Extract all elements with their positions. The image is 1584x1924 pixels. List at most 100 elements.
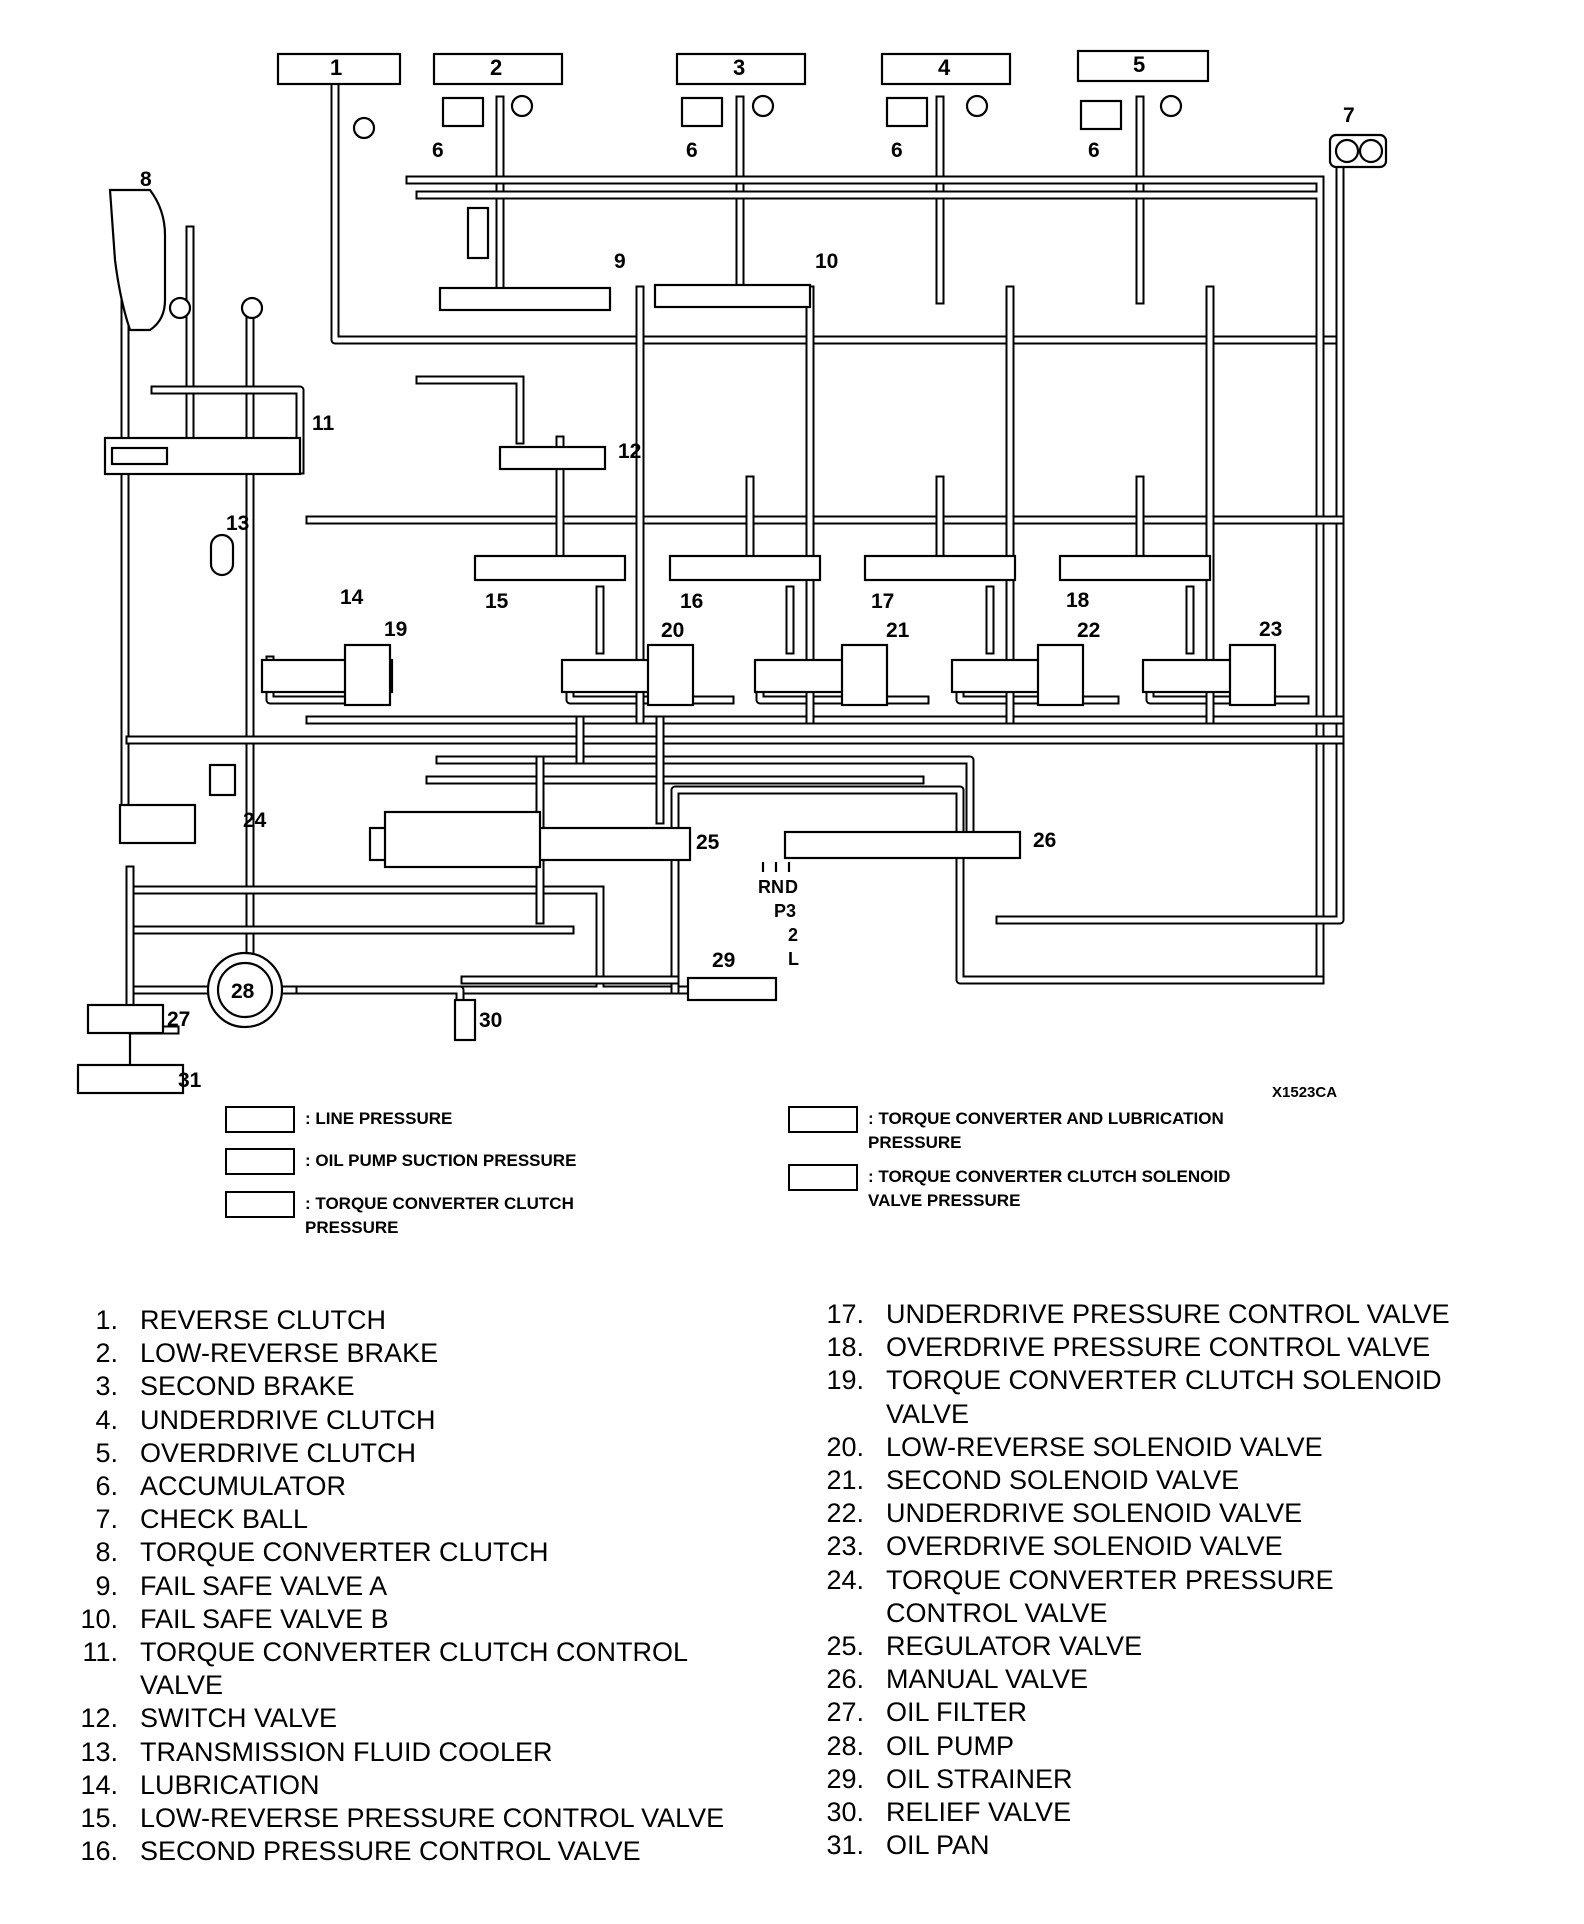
key-item: 28.OIL PUMP [812, 1730, 1450, 1763]
key-num: 13. [80, 1736, 118, 1767]
svg-text:P3: P3 [774, 901, 796, 921]
key-num: 8. [95, 1537, 118, 1568]
key-name: MANUAL VALVE [886, 1664, 1089, 1695]
key-name: SECOND PRESSURE CONTROL VALVE [140, 1836, 641, 1867]
key-num: 31. [826, 1830, 864, 1861]
svg-text:10: 10 [815, 250, 838, 273]
key-num: 4. [95, 1404, 118, 1435]
figure-code: X1523CA [1272, 1084, 1337, 1101]
key-item: 2.LOW-REVERSE BRAKE [66, 1337, 724, 1370]
svg-text:7: 7 [1343, 104, 1355, 127]
key-name: SECOND BRAKE [140, 1371, 355, 1402]
key-num: 26. [826, 1664, 864, 1695]
svg-text:18: 18 [1066, 589, 1090, 612]
key-name: FAIL SAFE VALVE A [140, 1570, 388, 1601]
svg-text:3: 3 [733, 55, 745, 80]
key-item: 13. TRANSMISSION FLUID COOLER [66, 1736, 724, 1769]
fail-safe-valve-a [438, 286, 612, 312]
key-name: CHECK BALL [140, 1504, 309, 1535]
key-name: UNDERDRIVE CLUTCH [140, 1404, 436, 1435]
key-item: 9. FAIL SAFE VALVE A [66, 1570, 724, 1603]
tcc-control-valve [103, 436, 302, 476]
key-item: 11.TORQUE CONVERTER CLUTCH CONTROL VALVE [66, 1636, 724, 1702]
clutch-boxes [276, 49, 1210, 86]
key-num: 23. [826, 1531, 864, 1562]
key-name: OVERDRIVE PRESSURE CONTROL VALVE [886, 1332, 1431, 1363]
key-item: 1.REVERSE CLUTCH [66, 1304, 724, 1337]
key-item: 20.LOW-REVERSE SOLENOID VALVE [812, 1431, 1450, 1464]
legend-label: : TORQUE CONVERTER CLUTCH SOLENOID VALVE… [868, 1167, 1231, 1210]
svg-text:21: 21 [886, 619, 910, 642]
svg-text:9: 9 [614, 250, 626, 273]
key-name: LOW-REVERSE BRAKE [140, 1338, 439, 1369]
svg-text:6: 6 [432, 139, 444, 162]
legend-label: : TORQUE CONVERTER CLUTCH PRESSURE [305, 1194, 574, 1237]
key-num: 15. [80, 1803, 118, 1834]
key-num: 22. [826, 1498, 864, 1529]
legend-swatch [788, 1106, 858, 1133]
key-name: SECOND SOLENOID VALVE [886, 1465, 1240, 1496]
svg-text:6: 6 [686, 139, 698, 162]
svg-text:4: 4 [938, 55, 951, 80]
key-name: TORQUE CONVERTER CLUTCH CONTROL VALVE [140, 1637, 689, 1701]
component-markers: 1 2 3 4 5 6 6 6 6 7 8 9 10 11 12 13 14 1… [140, 52, 1355, 1092]
legend-swatch [225, 1191, 295, 1218]
key-name: OIL PAN [886, 1830, 990, 1861]
key-num: 3. [95, 1371, 118, 1402]
legend-label: : OIL PUMP SUCTION PRESSURE [305, 1151, 577, 1170]
key-item: 30. RELIEF VALVE [812, 1796, 1450, 1829]
key-name: LOW-REVERSE SOLENOID VALVE [886, 1431, 1323, 1462]
second-pcv [668, 554, 822, 582]
svg-text:19: 19 [384, 618, 407, 641]
key-name: OVERDRIVE SOLENOID VALVE [886, 1531, 1283, 1562]
key-name: OVERDRIVE CLUTCH [140, 1437, 417, 1468]
svg-text:22: 22 [1077, 619, 1100, 642]
key-name: UNDERDRIVE SOLENOID VALVE [886, 1498, 1303, 1529]
key-item: 8.TORQUE CONVERTER CLUTCH [66, 1536, 724, 1569]
key-item: 4. UNDERDRIVE CLUTCH [66, 1404, 724, 1437]
overdrive-clutch-box [1076, 49, 1210, 83]
svg-text:6: 6 [1088, 139, 1100, 162]
svg-text:13: 13 [226, 512, 249, 535]
key-name: LUBRICATION [140, 1769, 320, 1800]
key-num: 9. [95, 1570, 118, 1601]
low-reverse-brake-box [432, 52, 564, 86]
key-num: 24. [826, 1564, 864, 1595]
key-item: 23. OVERDRIVE SOLENOID VALVE [812, 1530, 1450, 1563]
key-name: OIL STRAINER [886, 1763, 1073, 1794]
key-num: 28. [826, 1730, 864, 1761]
key-name: RELIEF VALVE [886, 1797, 1072, 1828]
overdrive-pcv [1058, 554, 1212, 582]
svg-text:28: 28 [231, 980, 255, 1003]
key-item: 19.TORQUE CONVERTER CLUTCH SOLENOID VALV… [812, 1364, 1450, 1430]
key-num: 30. [826, 1797, 864, 1828]
key-name: TRANSMISSION FLUID COOLER [140, 1736, 553, 1767]
key-name: FAIL SAFE VALVE B [140, 1603, 389, 1634]
tc-pressure-control-valve [118, 803, 197, 845]
key-num: 21. [826, 1465, 864, 1496]
low-reverse-pcv [473, 554, 627, 582]
svg-text:L: L [788, 949, 799, 969]
key-item: 29.OIL STRAINER [812, 1763, 1450, 1796]
key-item: 5. OVERDRIVE CLUTCH [66, 1437, 724, 1470]
key-item: 31. OIL PAN [812, 1829, 1450, 1862]
svg-text:6: 6 [891, 139, 903, 162]
switch-valve [498, 445, 607, 471]
svg-text:30: 30 [479, 1009, 502, 1032]
svg-text:8: 8 [140, 168, 152, 191]
key-num: 7. [95, 1504, 118, 1535]
legend-swatch [225, 1106, 295, 1133]
legend-label: : LINE PRESSURE [305, 1109, 453, 1128]
check-ball-7 [1328, 133, 1388, 169]
svg-text:11: 11 [312, 412, 335, 435]
key-name: REGULATOR VALVE [886, 1631, 1143, 1662]
key-item: 25.REGULATOR VALVE [812, 1630, 1450, 1663]
key-name: UNDERDRIVE PRESSURE CONTROL VALVE [886, 1299, 1450, 1329]
key-num: 5. [95, 1437, 118, 1468]
component-key-right: 17.UNDERDRIVE PRESSURE CONTROL VALVE 18.… [812, 1298, 1450, 1862]
svg-text:23: 23 [1259, 618, 1282, 641]
key-item: 24.TORQUE CONVERTER PRESSURE CONTROL VAL… [812, 1564, 1450, 1630]
svg-text:27: 27 [167, 1008, 190, 1031]
key-num: 27. [826, 1697, 864, 1728]
svg-text:17: 17 [871, 590, 894, 613]
